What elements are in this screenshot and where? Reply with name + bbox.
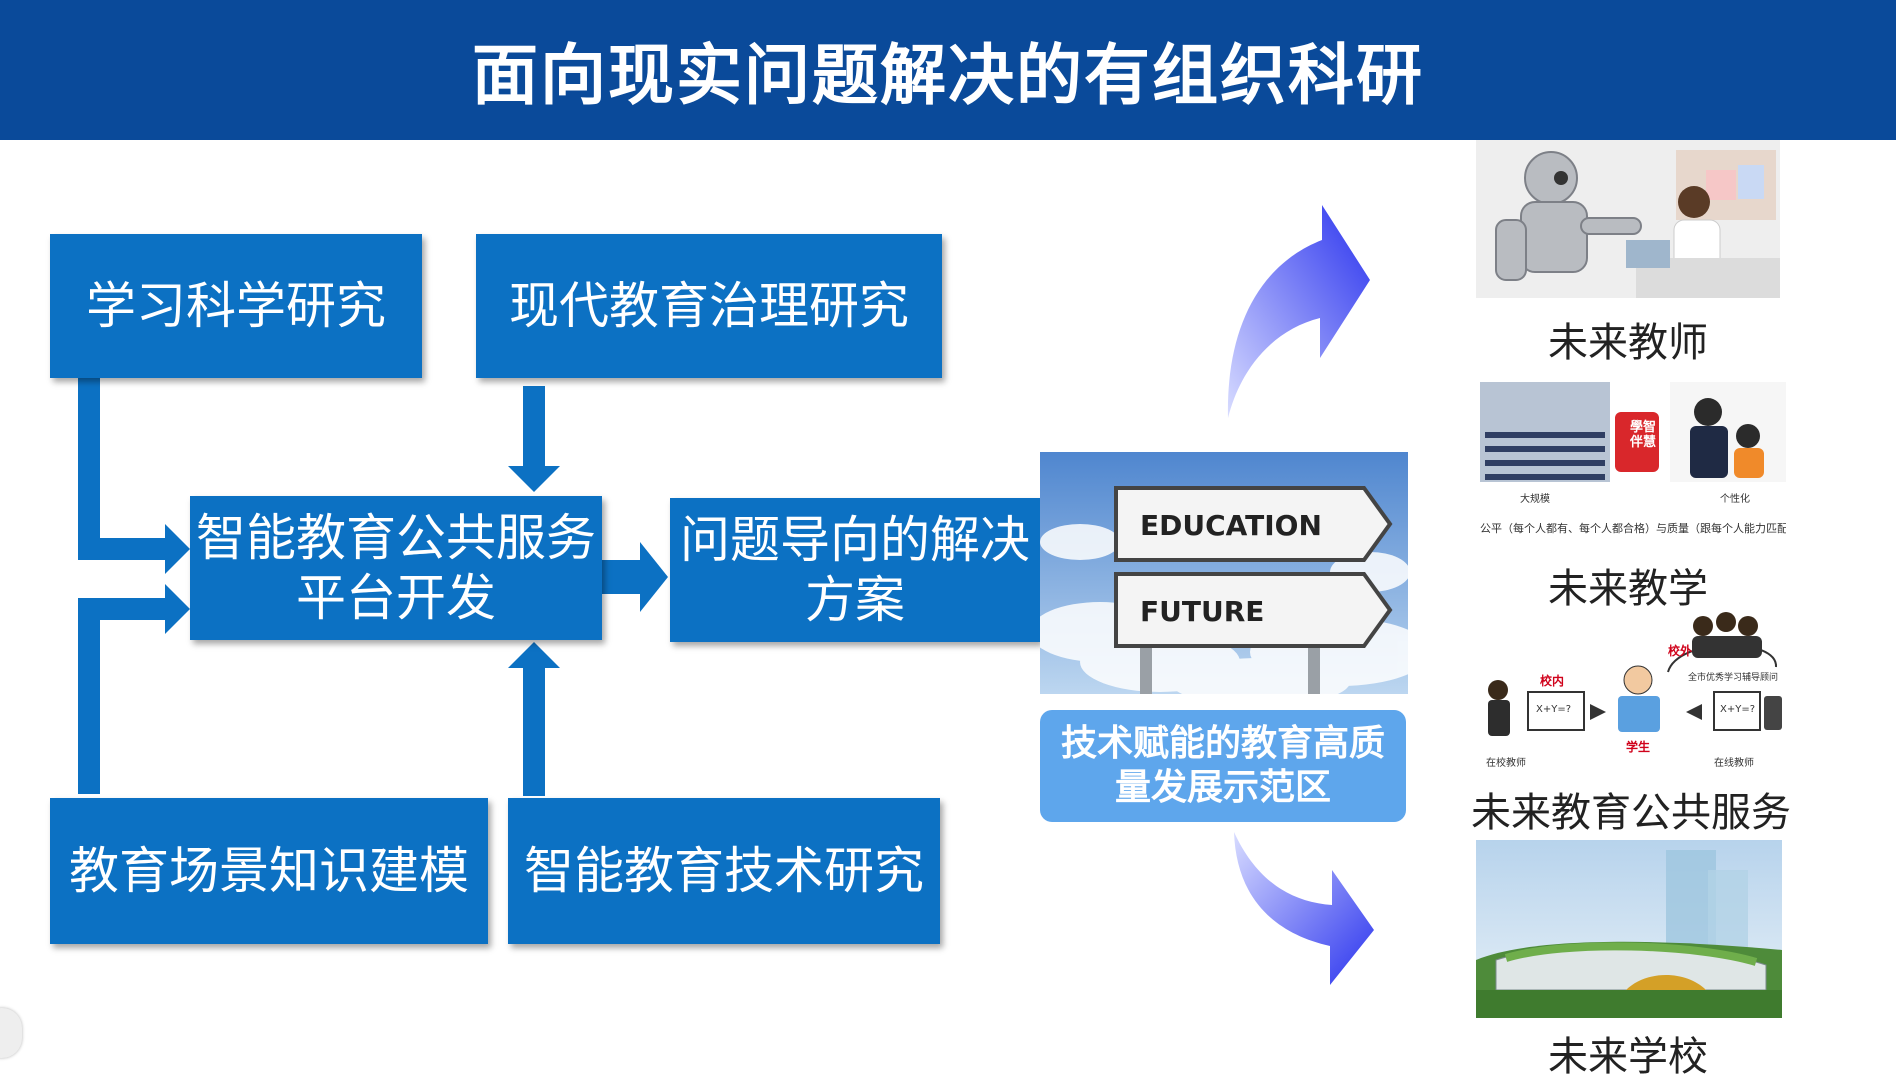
slide-nav-button[interactable]: [0, 1008, 22, 1058]
future-teacher-image: [1476, 140, 1780, 298]
seal-text: 學智 伴慧: [1630, 420, 1657, 450]
seal-stamp: [1615, 412, 1659, 472]
teaching-illustration: [1480, 382, 1786, 482]
scene-modeling-box: 教育场景知识建模: [50, 798, 488, 944]
learning-science-box: 学习科学研究: [50, 234, 422, 378]
platform-box: 智能教育公共服务 平台开发: [190, 496, 602, 640]
scene-modeling-label: 教育场景知识建模: [69, 842, 469, 900]
future-school-image: [1476, 840, 1782, 1018]
tech-research-box: 智能教育技术研究: [508, 798, 940, 944]
school-illustration: [1476, 840, 1782, 1018]
personalized-caption: 个性化: [1720, 494, 1750, 505]
platform-label: 智能教育公共服务 平台开发: [196, 509, 596, 627]
arrow-platform-to-solution: [602, 542, 668, 612]
page-title: 面向现实问题解决的有组织科研: [472, 37, 1424, 114]
road-sign-illustration: EDUCATION FUTURE: [1040, 452, 1408, 694]
in-school-teacher-shape: [1488, 680, 1510, 736]
student-shape: [1618, 665, 1660, 732]
future-teaching-caption: 未来教学: [1548, 566, 1708, 612]
outside-people-shape: [1692, 612, 1762, 658]
solution-label: 问题导向的解决 方案: [680, 511, 1030, 629]
large-scale-caption: 大规模: [1520, 494, 1550, 505]
learning-science-label: 学习科学研究: [86, 277, 386, 335]
robot-shape: [1495, 151, 1642, 281]
road-sign-image: EDUCATION FUTURE: [1040, 452, 1408, 694]
arrow-scene-to-platform: [78, 584, 190, 794]
crowd-shape: [1485, 432, 1605, 480]
sign-future-text: FUTURE: [1140, 595, 1264, 628]
online-teacher-label: 在线教师: [1714, 758, 1754, 769]
curved-arrow-up: [1227, 205, 1370, 418]
solution-box: 问题导向的解决 方案: [670, 498, 1040, 642]
network-label: 全市优秀学习辅导顾问: [1688, 673, 1779, 683]
service-illustration: [1488, 612, 1782, 736]
future-teacher-caption: 未来教师: [1548, 320, 1708, 366]
arrow-governance-to-platform: [508, 386, 560, 492]
demo-zone-text: 技术赋能的教育高质 量发展示范区: [1060, 723, 1385, 808]
student-label: 学生: [1626, 740, 1651, 754]
in-school-label: 校内: [1540, 674, 1565, 688]
formula-right: X+Y=?: [1720, 704, 1756, 715]
future-teaching-image: 學智 伴慧 大规模 个性化 公平（每个人都有、每个人都合格）与质量（跟每个人能力…: [1480, 382, 1786, 542]
arrow-tech-to-platform: [508, 642, 560, 796]
future-school-caption: 未来学校: [1548, 1034, 1708, 1080]
sign-education-text: EDUCATION: [1140, 509, 1322, 542]
demo-zone-label: 技术赋能的教育高质 量发展示范区: [1040, 710, 1406, 822]
robot-teacher-illustration: [1476, 140, 1780, 298]
curved-arrow-down: [1234, 832, 1374, 985]
in-school-teacher-label: 在校教师: [1486, 758, 1526, 769]
future-service-caption: 未来教育公共服务: [1471, 790, 1791, 836]
tech-research-label: 智能教育技术研究: [524, 842, 924, 900]
governance-label: 现代教育治理研究: [509, 277, 909, 335]
future-service-image: 校内 校外 学生 在校教师 在线教师 全市优秀学习辅导顾问 X+Y=? X+Y=…: [1478, 612, 1790, 770]
governance-box: 现代教育治理研究: [476, 234, 942, 378]
fairness-quality-caption: 公平（每个人都有、每个人都合格）与质量（跟每个人能力匹配）: [1480, 522, 1786, 535]
arrow-learning-to-platform: [78, 378, 190, 574]
formula-left: X+Y=?: [1536, 704, 1572, 715]
title-bar: 面向现实问题解决的有组织科研: [0, 0, 1896, 140]
out-school-label: 校外: [1668, 644, 1693, 658]
